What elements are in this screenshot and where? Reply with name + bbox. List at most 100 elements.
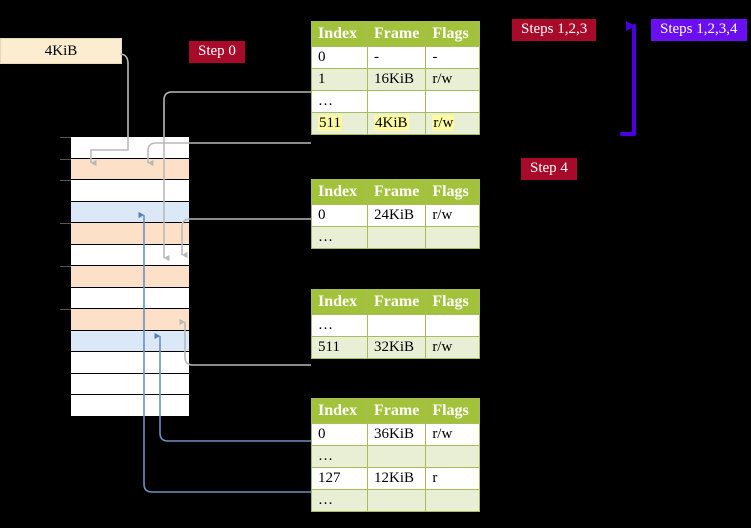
highlighted-value: r/w <box>432 115 455 131</box>
steps123-badge: Steps 1,2,3 <box>512 19 597 42</box>
entry-frame <box>366 314 427 337</box>
memory-frame-row <box>71 266 189 288</box>
physical-memory-column <box>60 136 190 417</box>
column-header-frame: Frame <box>366 289 427 315</box>
highlighted-value: 511 <box>318 115 342 131</box>
step4-badge: Step 4 <box>521 158 577 181</box>
entry-frame: - <box>366 46 427 69</box>
table-row: … <box>311 226 481 249</box>
memory-frame-row <box>71 330 189 352</box>
entry-flags: - <box>425 46 481 69</box>
entry-flags <box>425 445 481 468</box>
memory-frame-row <box>71 244 189 266</box>
entry-frame: 32KiB <box>366 336 427 359</box>
entry-frame <box>366 445 427 468</box>
table-row: … <box>311 314 481 337</box>
wire-pd-row511 <box>179 318 311 366</box>
entry-frame: 12KiB <box>366 467 427 490</box>
steps1234-badge: Steps 1,2,3,4 <box>651 19 747 42</box>
memory-row-tick <box>60 223 71 224</box>
memory-frame-row <box>71 223 189 245</box>
column-header-index: Index <box>311 289 368 315</box>
column-header-frame: Frame <box>366 21 427 47</box>
memory-frame-row <box>71 137 189 159</box>
memory-frame-row <box>71 395 189 417</box>
table-row: … <box>311 489 481 512</box>
column-header-flags: Flags <box>425 398 481 424</box>
column-header-index: Index <box>311 179 368 205</box>
table-row: … <box>311 90 481 113</box>
entry-index: 0 <box>311 46 368 69</box>
entry-frame: 36KiB <box>366 423 427 446</box>
memory-row-tick <box>60 266 71 267</box>
frame-size-label: 4KiB <box>44 42 78 59</box>
entry-index: … <box>311 90 368 113</box>
entry-index: … <box>311 489 368 512</box>
entry-flags: r/w <box>425 68 481 91</box>
entry-frame: 16KiB <box>366 68 427 91</box>
entry-index: 511 <box>311 336 368 359</box>
frame-size-box: 4KiB <box>0 38 122 64</box>
steps-bracket <box>620 21 636 136</box>
wire-pdp-row0 <box>181 218 311 259</box>
entry-flags: r <box>425 467 481 490</box>
entry-flags: r/w <box>425 204 481 227</box>
entry-index: … <box>311 226 368 249</box>
entry-index: … <box>311 314 368 337</box>
memory-row-tick <box>60 158 71 160</box>
entry-index: 0 <box>311 423 368 446</box>
entry-flags: r/w <box>425 112 481 135</box>
column-header-flags: Flags <box>425 21 481 47</box>
column-header-frame: Frame <box>366 398 427 424</box>
entry-flags: r/w <box>425 423 481 446</box>
memory-frame-row <box>71 180 189 202</box>
memory-frame-row <box>71 309 189 331</box>
entry-flags: r/w <box>425 336 481 359</box>
entry-flags <box>425 90 481 113</box>
column-header-flags: Flags <box>425 179 481 205</box>
step0-badge: Step 0 <box>189 41 245 64</box>
entry-flags <box>425 489 481 512</box>
entry-frame: 24KiB <box>366 204 427 227</box>
entry-index: 511 <box>311 112 368 135</box>
entry-index: 127 <box>311 467 368 490</box>
entry-index: … <box>311 445 368 468</box>
column-header-index: Index <box>311 398 368 424</box>
memory-frame-row <box>71 287 189 309</box>
column-header-flags: Flags <box>425 289 481 315</box>
table-row: 0-- <box>311 46 481 69</box>
memory-row-tick <box>60 309 71 310</box>
entry-frame: 4KiB <box>366 112 427 135</box>
table-row: 511 4KiB r/w <box>311 112 481 135</box>
highlighted-value: 4KiB <box>374 115 409 131</box>
memory-row-tick <box>60 180 71 181</box>
memory-frame-row <box>71 352 189 374</box>
memory-row-tick <box>60 137 71 138</box>
entry-frame <box>366 489 427 512</box>
column-header-frame: Frame <box>366 179 427 205</box>
entry-index: 1 <box>311 68 368 91</box>
memory-frame-row <box>71 158 189 180</box>
entry-index: 0 <box>311 204 368 227</box>
entry-frame <box>366 226 427 249</box>
memory-frame-row <box>71 373 189 395</box>
memory-frame-row <box>71 201 189 223</box>
column-header-index: Index <box>311 21 368 47</box>
entry-frame <box>366 90 427 113</box>
entry-flags <box>425 314 481 337</box>
table-row: … <box>311 445 481 468</box>
entry-flags <box>425 226 481 249</box>
